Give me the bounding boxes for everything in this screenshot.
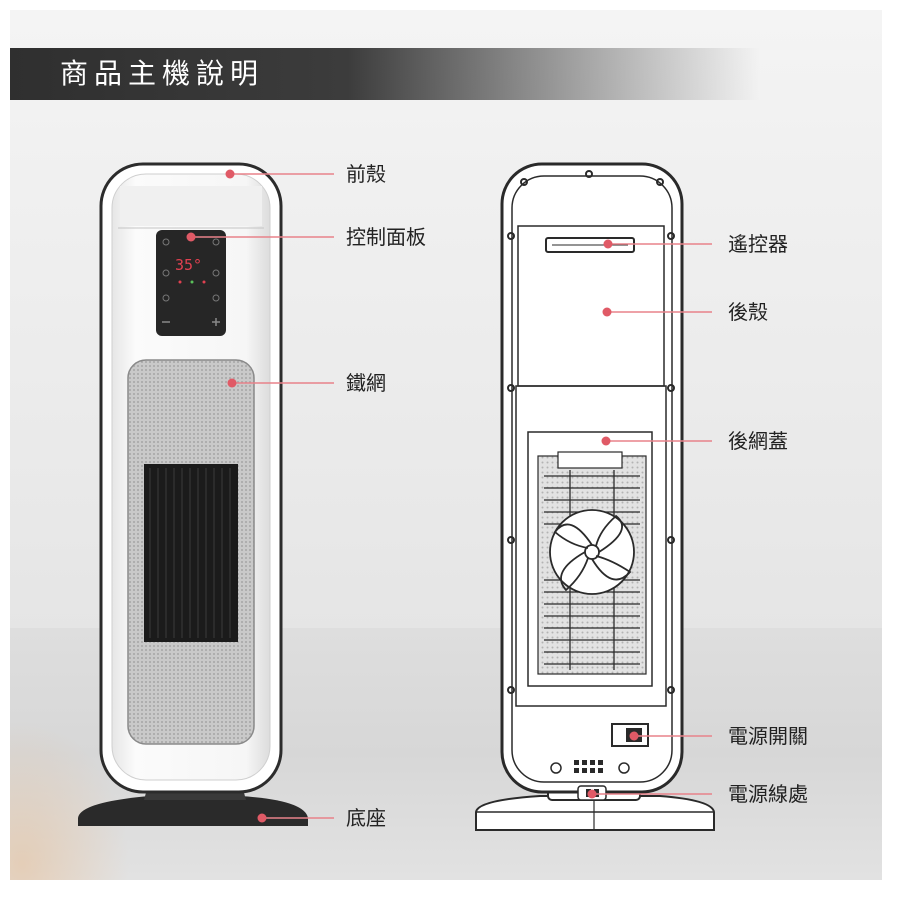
label-back-mesh-cover: 後網蓋 bbox=[728, 429, 788, 453]
label-front-shell: 前殼 bbox=[346, 162, 386, 186]
panel-temperature: 35° bbox=[175, 256, 202, 274]
label-power-switch: 電源開關 bbox=[728, 724, 808, 748]
label-power-cord: 電源線處 bbox=[728, 782, 808, 806]
front-heater: 35° bbox=[78, 164, 308, 826]
label-base: 底座 bbox=[346, 806, 386, 830]
front-base bbox=[78, 796, 308, 826]
label-remote: 遙控器 bbox=[728, 232, 788, 256]
callout-dot-base bbox=[258, 814, 267, 823]
front-top-cap bbox=[120, 186, 262, 226]
back-base bbox=[476, 796, 714, 830]
label-back-shell: 後殼 bbox=[728, 300, 768, 324]
callout-dot-remote bbox=[604, 240, 613, 249]
fan-icon bbox=[550, 510, 634, 594]
callout-dot-back-mesh-cover bbox=[602, 437, 611, 446]
callout-dot-back-shell bbox=[603, 308, 612, 317]
label-control-panel: 控制面板 bbox=[346, 225, 426, 249]
callout-dot-power-switch bbox=[630, 732, 639, 741]
back-heater bbox=[476, 164, 714, 830]
label-iron-mesh: 鐵網 bbox=[346, 371, 386, 395]
callout-dot-power-cord bbox=[588, 790, 597, 799]
callout-dot-front-shell bbox=[226, 170, 235, 179]
callout-dot-control-panel bbox=[187, 233, 196, 242]
callout-dot-iron-mesh bbox=[228, 379, 237, 388]
